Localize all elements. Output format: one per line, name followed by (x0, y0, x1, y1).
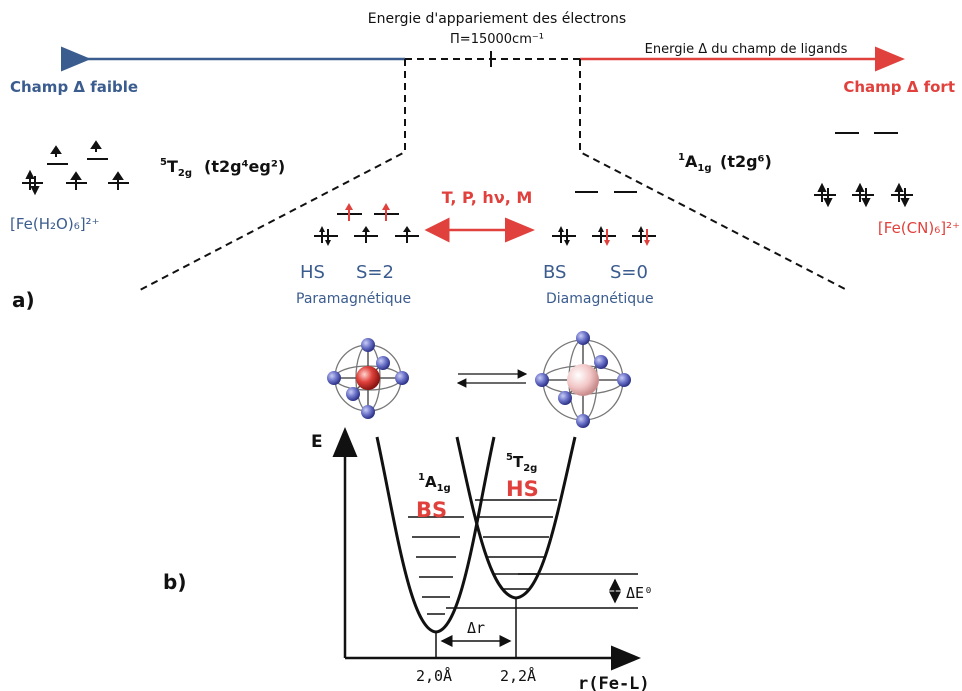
pairing-energy-title: Energie d'appariement des électrons (368, 11, 626, 27)
ligand-atom (376, 356, 390, 370)
ls-label: BS (543, 262, 566, 283)
hs-spin: S=2 (356, 262, 394, 283)
left-funnel-dashed (137, 59, 406, 292)
ligand-atom (346, 387, 360, 401)
ls-term-symbol: 1A1g (678, 152, 711, 174)
ls-spin: S=0 (610, 262, 648, 283)
ligand-field-label: Energie Δ du champ de ligands (645, 42, 848, 57)
hs-well-name: HS (506, 477, 539, 501)
hs-molecule (535, 331, 631, 428)
hs-term-symbol: 5T2g (160, 157, 192, 179)
hs-magnetism: Paramagnétique (296, 291, 411, 307)
hs-config: (t2g⁴eg²) (204, 157, 285, 176)
hs-label: HS (300, 262, 325, 283)
ligand-atom (327, 371, 341, 385)
ls-molecule (327, 338, 409, 419)
strong-field-label: Champ Δ fort (843, 78, 955, 96)
r-hs-label: 2,2Å (500, 666, 536, 685)
weak-field-orbitals (22, 140, 129, 196)
ls-magnetism: Diamagnétique (546, 291, 654, 307)
ligand-atom (535, 373, 549, 387)
right-funnel-dashed (579, 59, 846, 290)
vibrational-levels (408, 499, 557, 615)
ls-well-name: BS (416, 498, 447, 522)
r-ls-label: 2,0Å (416, 666, 452, 685)
ls-config: (t2g⁶) (720, 152, 772, 171)
iron-atom-ls (356, 366, 380, 390)
part-a-label: a) (12, 288, 35, 312)
delta-r-label: Δr (467, 619, 485, 637)
ligand-atom (361, 405, 375, 419)
iron-atom-hs (567, 364, 599, 396)
ligand-atom (617, 373, 631, 387)
hs-orbitals (314, 203, 419, 246)
ligand-atom (576, 331, 590, 345)
weak-field-label: Champ Δ faible (10, 78, 138, 96)
ligand-atom (594, 355, 608, 369)
ligand-atom (558, 391, 572, 405)
ls-orbitals (552, 191, 656, 246)
part-a: Energie d'appariement des électrons Π=15… (10, 11, 960, 312)
hs-well-term: 5T2g (506, 452, 537, 474)
ls-well-term: 1A1g (418, 472, 451, 494)
strong-complex: [Fe(CN)₆]²⁺ (878, 219, 960, 237)
part-b: E r(Fe-L) 1A1g BS 5T2g HS (163, 331, 653, 691)
stimuli-label: T, P, hν, M (442, 188, 533, 207)
x-axis-label: r(Fe-L) (578, 674, 650, 691)
part-b-label: b) (163, 570, 186, 594)
y-axis-label: E (311, 432, 323, 452)
strong-field-orbitals (814, 132, 913, 208)
ligand-atom (576, 414, 590, 428)
pairing-energy-value: Π=15000cm⁻¹ (450, 32, 544, 47)
delta-e-label: ΔE⁰ (626, 584, 653, 602)
ligand-atom (361, 338, 375, 352)
weak-complex: [Fe(H₂O)₆]²⁺ (10, 215, 100, 233)
ls-potential-well (375, 436, 496, 634)
ligand-atom (395, 371, 409, 385)
